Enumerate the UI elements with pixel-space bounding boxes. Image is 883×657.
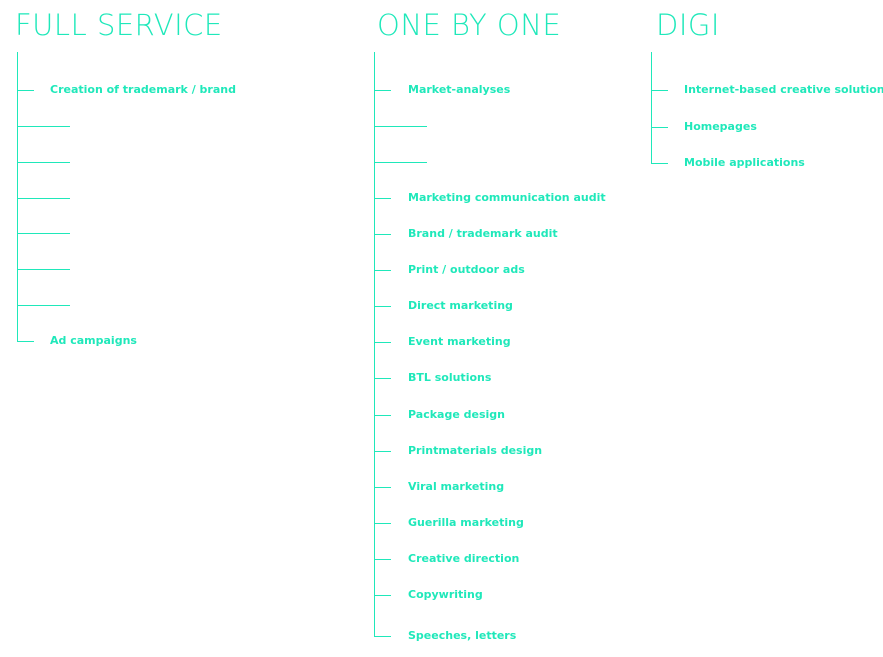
tree-branch-line [17,126,70,127]
column-title: DIGI [656,8,720,42]
tree-vertical-line [17,52,18,342]
tree-branch-line [374,523,391,524]
service-item-print-outdoor-ads[interactable]: Print / outdoor ads [408,263,525,276]
tree-branch-line [17,269,70,270]
tree-branch-line [374,234,391,235]
service-item-viral-marketing[interactable]: Viral marketing [408,480,505,493]
service-item-creative-direction[interactable]: Creative direction [408,552,520,565]
service-item-package-design[interactable]: Package design [408,408,505,421]
service-item-event-marketing[interactable]: Event marketing [408,335,511,348]
service-item-marketing-communication-audit[interactable]: Marketing communication audit [408,191,606,204]
tree-branch-line [374,162,427,163]
service-item-ad-campaigns[interactable]: Ad campaigns [50,334,137,347]
tree-branch-line [374,126,427,127]
tree-branch-line [374,487,391,488]
service-item-creation-of-trademark-brand[interactable]: Creation of trademark / brand [50,83,236,96]
service-item-mobile-applications[interactable]: Mobile applications [684,156,805,169]
service-item-copywriting[interactable]: Copywriting [408,588,483,601]
service-item-internet-based-creative-solutions[interactable]: Internet-based creative solutions [684,83,883,96]
tree-branch-line [374,451,391,452]
tree-branch-line [17,90,34,91]
tree-branch-line [17,233,70,234]
tree-branch-line [651,127,668,128]
tree-branch-line [17,341,34,342]
service-item-market-analyses[interactable]: Market-analyses [408,83,511,96]
column-title: ONE BY ONE [377,8,562,42]
service-item-printmaterials-design[interactable]: Printmaterials design [408,444,543,457]
tree-branch-line [374,90,391,91]
tree-branch-line [651,90,668,91]
tree-branch-line [374,636,391,637]
tree-branch-line [374,342,391,343]
service-item-guerilla-marketing[interactable]: Guerilla marketing [408,516,524,529]
tree-branch-line [17,198,70,199]
tree-branch-line [374,378,391,379]
tree-branch-line [374,270,391,271]
tree-branch-line [651,163,668,164]
tree-branch-line [374,559,391,560]
tree-branch-line [374,198,391,199]
tree-branch-line [374,595,391,596]
tree-branch-line [17,305,70,306]
tree-branch-line [17,162,70,163]
tree-vertical-line [651,52,652,164]
tree-vertical-line [374,52,375,637]
service-item-btl-solutions[interactable]: BTL solutions [408,371,492,384]
service-item-speeches-letters[interactable]: Speeches, letters [408,629,517,642]
tree-branch-line [374,415,391,416]
column-title: FULL SERVICE [15,8,223,42]
service-item-brand-trademark-audit[interactable]: Brand / trademark audit [408,227,558,240]
service-item-direct-marketing[interactable]: Direct marketing [408,299,513,312]
service-item-homepages[interactable]: Homepages [684,120,757,133]
tree-branch-line [374,306,391,307]
